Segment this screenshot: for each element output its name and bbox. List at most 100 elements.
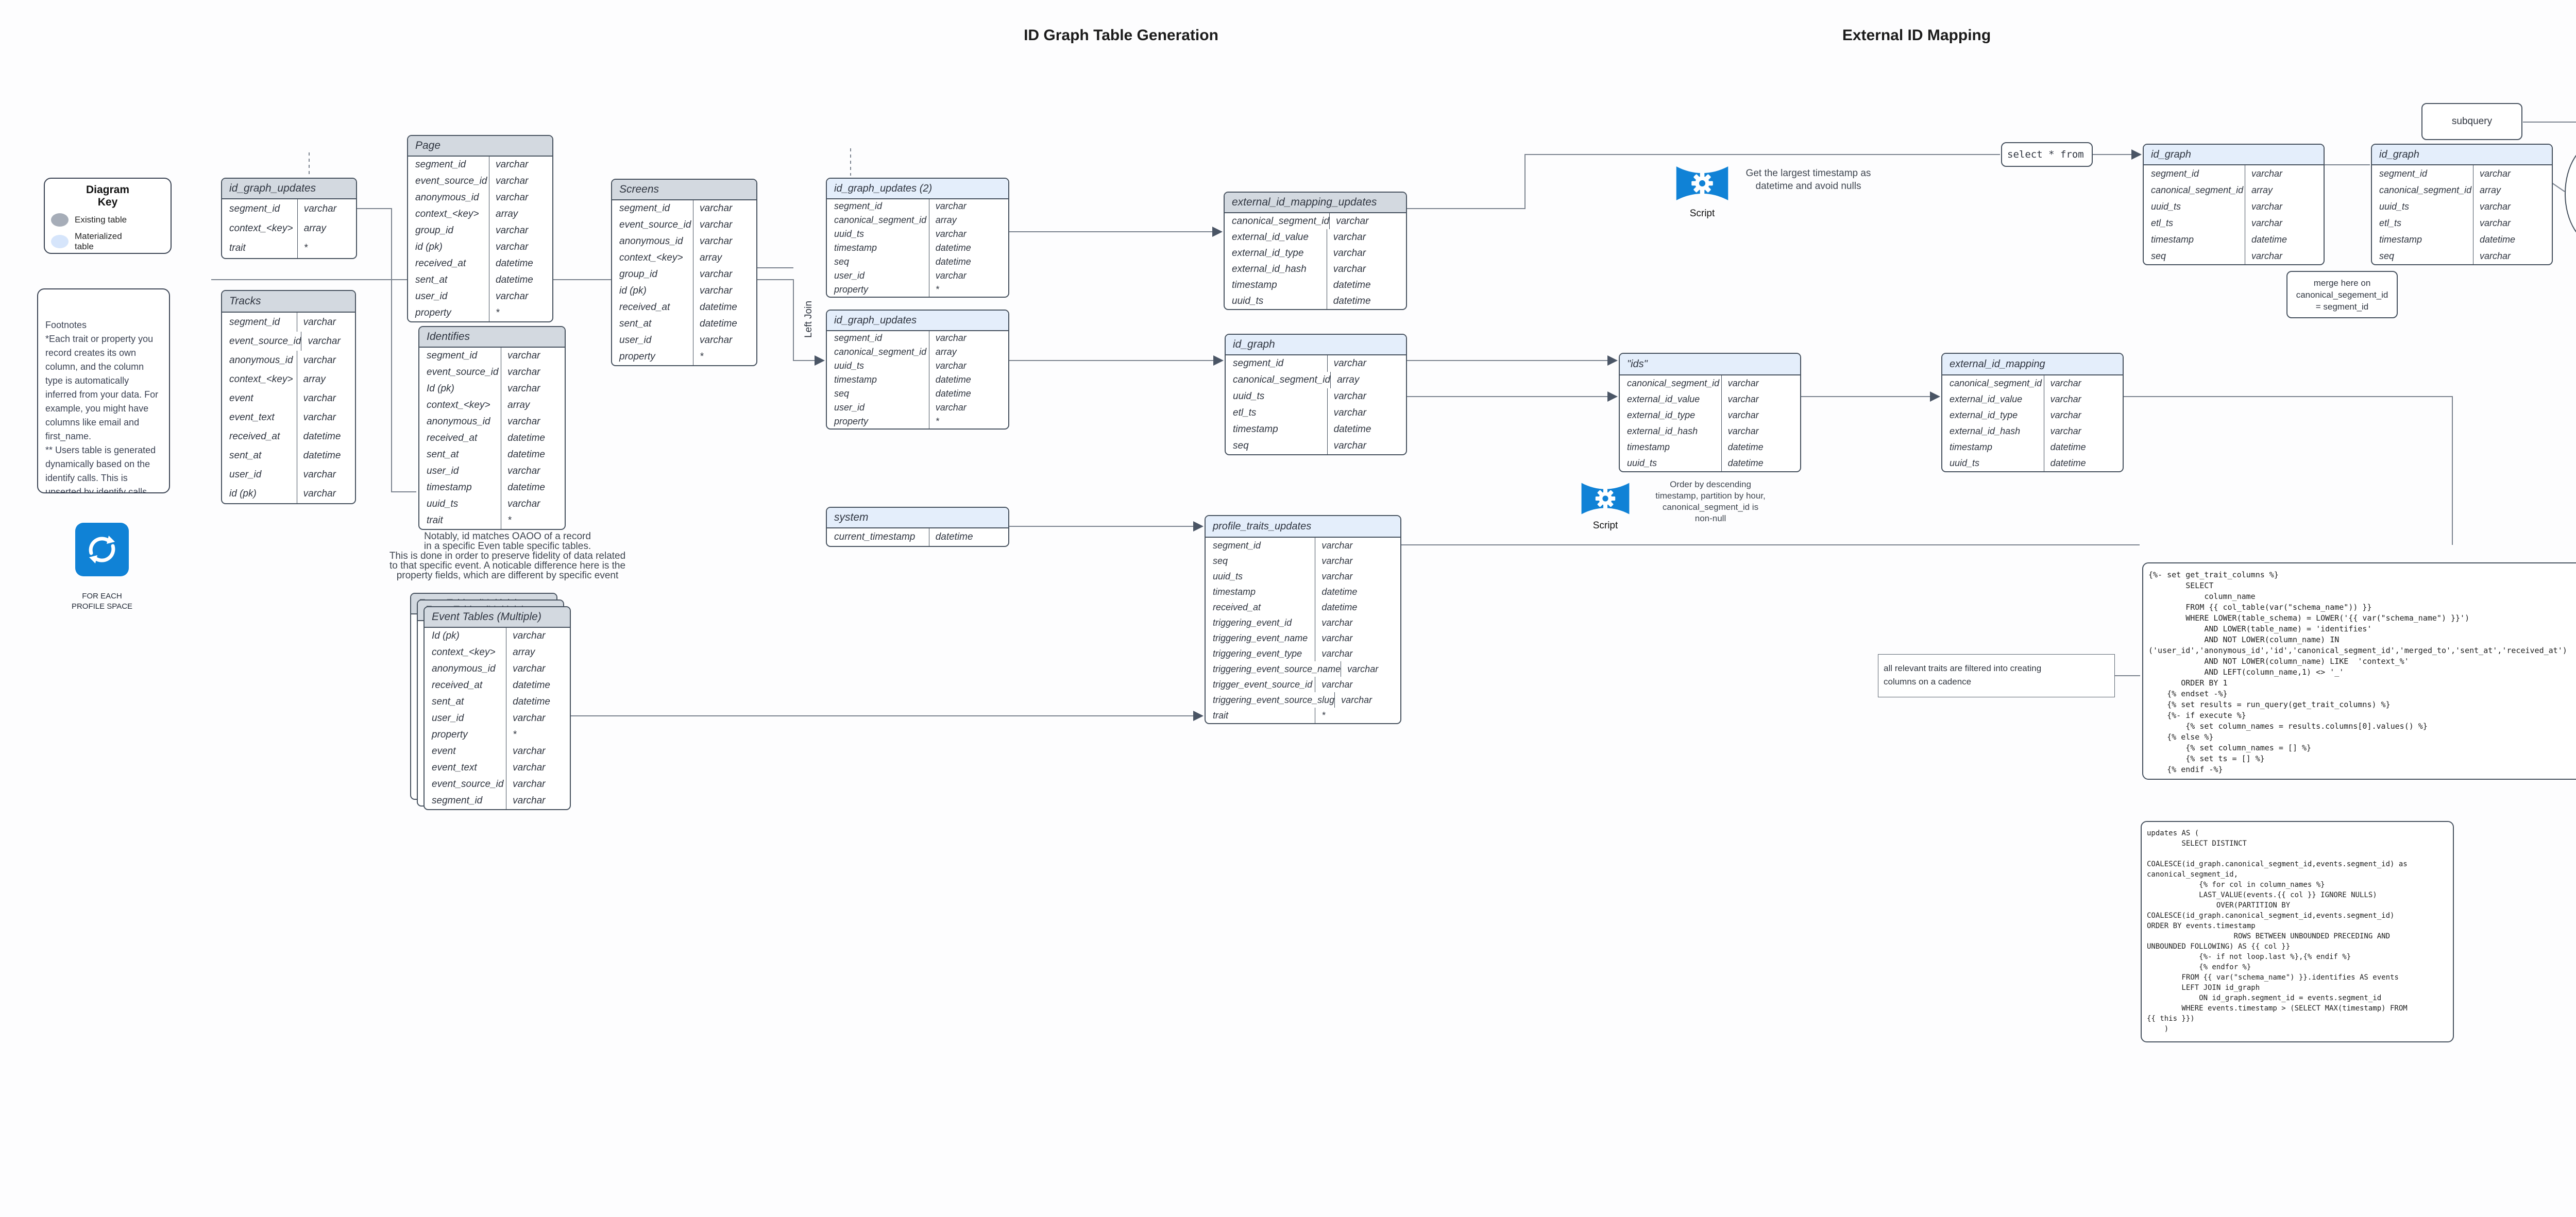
- field-name: event: [229, 392, 253, 404]
- table-header: id_graph_updates: [222, 179, 356, 199]
- field-type: varchar: [1334, 692, 1400, 708]
- field-type: array: [297, 219, 356, 238]
- field-type: varchar: [1327, 355, 1406, 372]
- code-text: {%- set get_trait_columns %} SELECT colu…: [2148, 570, 2567, 774]
- field-type: datetime: [693, 316, 756, 332]
- table-header: Page: [408, 136, 552, 157]
- for-each-profile-space-icon: [75, 523, 129, 576]
- table-row: trait*: [419, 512, 565, 529]
- field-type: varchar: [693, 283, 756, 299]
- table-title: Event Tables (Multiple): [432, 611, 541, 623]
- field-name: property: [415, 307, 451, 318]
- field-name: seq: [1233, 440, 1249, 451]
- script-label: Script: [1689, 208, 1715, 219]
- field-type: *: [928, 415, 1008, 428]
- field-type: datetime: [928, 241, 1008, 255]
- field-type: datetime: [296, 427, 355, 446]
- field-type: varchar: [506, 793, 570, 809]
- field-name: canonical_segment_id: [1950, 378, 2042, 388]
- field-type: array: [2245, 182, 2324, 198]
- field-type: varchar: [506, 776, 570, 793]
- table-row: property*: [408, 305, 552, 321]
- script-icon: [1581, 478, 1630, 522]
- section-title-profile-traits: Profile Traits: [2483, 27, 2576, 44]
- field-type: array: [928, 213, 1008, 227]
- field-name: timestamp: [1232, 279, 1277, 290]
- code-block-get-trait-columns: {%- set get_trait_columns %} SELECT colu…: [2142, 562, 2576, 780]
- field-name: timestamp: [1213, 586, 1256, 597]
- field-type: datetime: [506, 694, 570, 710]
- field-name: timestamp: [1233, 424, 1278, 435]
- table-header: "ids": [1620, 354, 1800, 375]
- field-type: varchar: [506, 661, 570, 677]
- field-type: datetime: [1326, 277, 1406, 293]
- key-item-materialized: Materialized table: [51, 231, 164, 252]
- field-name: etl_ts: [2379, 217, 2402, 228]
- table-row: anonymous_id varchar: [408, 190, 552, 206]
- table-row: id (pk)varchar: [408, 239, 552, 255]
- field-type: datetime: [928, 373, 1008, 387]
- field-name: triggering_event_source_slug: [1213, 694, 1335, 705]
- field-type: varchar: [489, 157, 552, 173]
- field-name: seq: [1213, 555, 1228, 566]
- field-name: anonymous_id: [415, 192, 479, 203]
- field-type: varchar: [297, 199, 356, 219]
- field-name: segment_id: [432, 795, 483, 806]
- field-type: array: [928, 345, 1008, 359]
- field-name: timestamp: [1950, 442, 1993, 452]
- field-type: varchar: [501, 364, 565, 381]
- diagram-key: Diagram Key Existing table Materialized …: [44, 178, 172, 254]
- footnotes: Footnotes *Each trait or property you re…: [37, 288, 170, 493]
- field-type: varchar: [1315, 538, 1400, 553]
- field-name: trigger_event_source_id: [1213, 679, 1313, 690]
- field-name: external_id_type: [1627, 410, 1696, 420]
- field-type: varchar: [1329, 213, 1406, 229]
- field-name: property: [834, 416, 869, 426]
- field-name: canonical_segment_id: [1233, 374, 1331, 385]
- field-name: canonical_segment_id: [1232, 215, 1330, 227]
- table-header: system: [827, 508, 1008, 528]
- left-join-rotated-label: Left Join: [803, 301, 814, 338]
- field-type: varchar: [1327, 388, 1406, 405]
- field-name: uuid_ts: [427, 499, 459, 509]
- table-title: "ids": [1627, 358, 1648, 370]
- field-type: varchar: [489, 288, 552, 305]
- field-name: anonymous_id: [619, 236, 683, 247]
- field-type: varchar: [489, 190, 552, 206]
- traits-filter-note: all relevant traits are filtered into cr…: [1878, 654, 2115, 697]
- field-name: uuid_ts: [1950, 458, 1980, 468]
- field-name: segment_id: [619, 203, 670, 214]
- table-row: context_<key>array: [419, 397, 565, 414]
- field-name: sent_at: [427, 449, 459, 460]
- table-title: external_id_mapping_updates: [1232, 196, 1377, 208]
- field-type: varchar: [506, 760, 570, 776]
